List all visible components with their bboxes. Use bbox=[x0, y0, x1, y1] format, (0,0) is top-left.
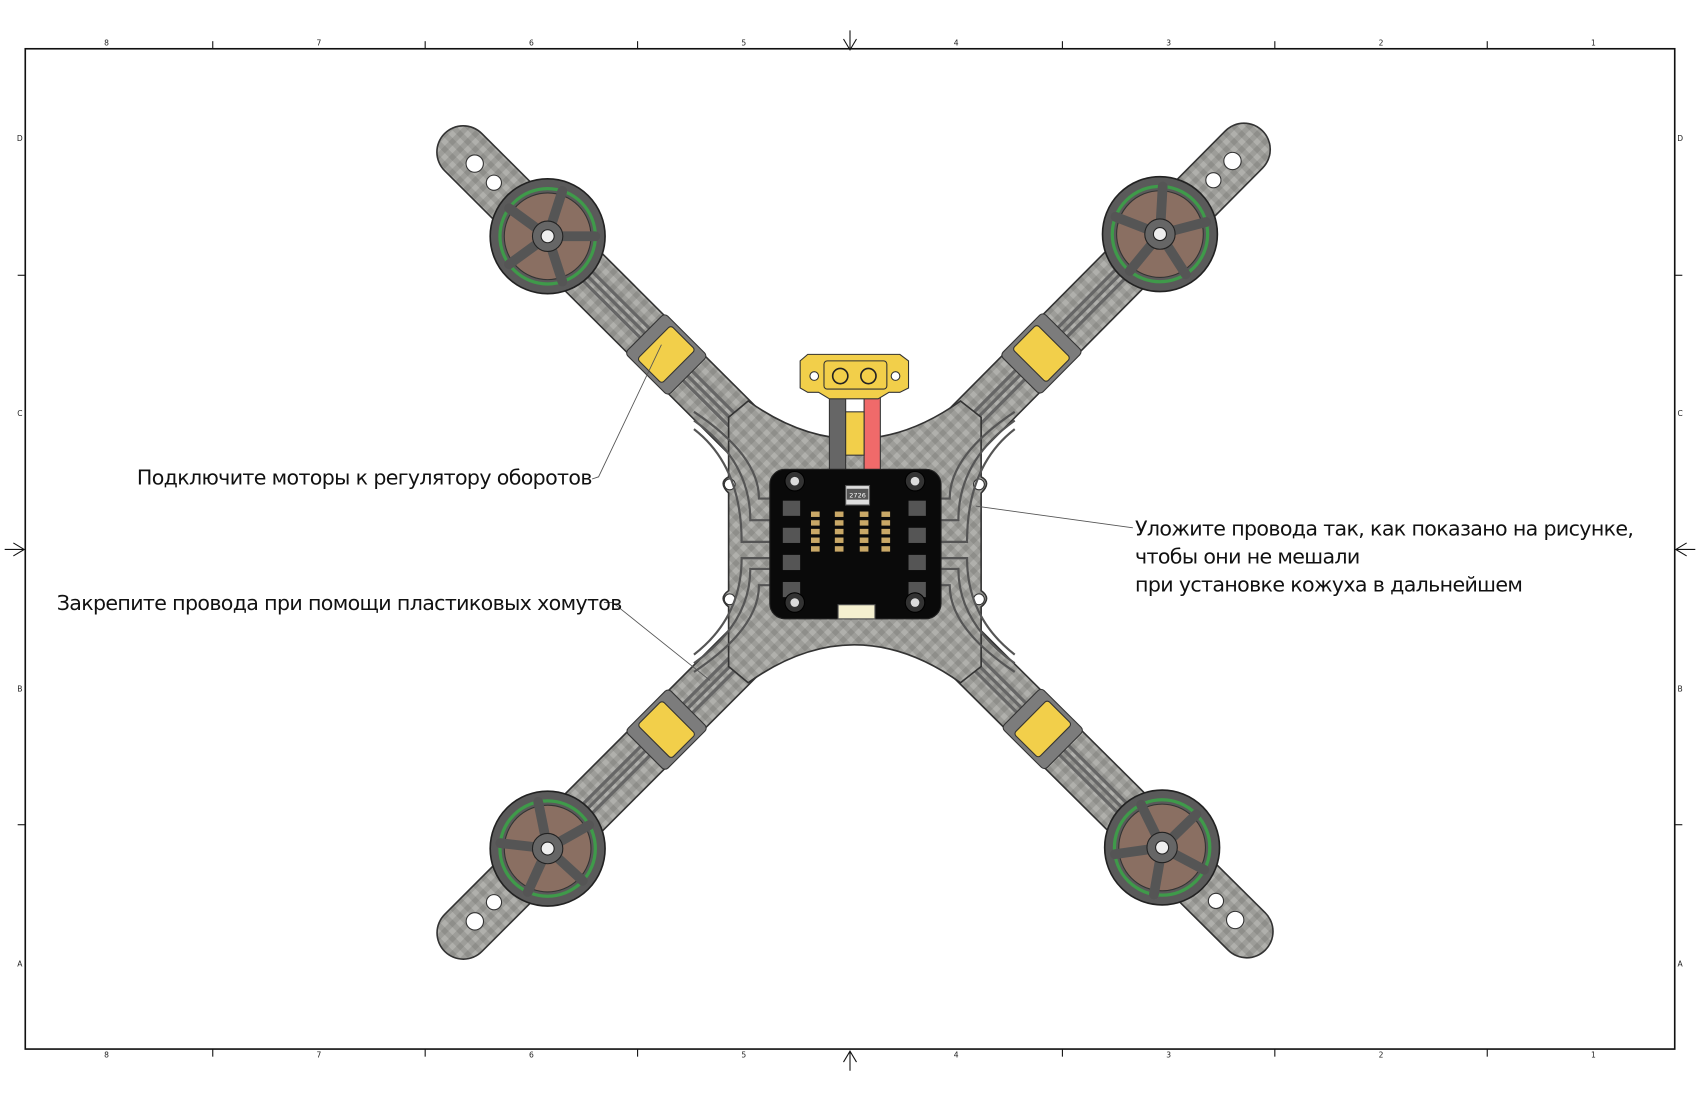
row-label: D bbox=[1677, 134, 1683, 143]
column-label: 8 bbox=[104, 1051, 109, 1060]
motor-connector bbox=[626, 314, 707, 395]
column-label: 4 bbox=[954, 1051, 959, 1060]
center-mark-top-icon bbox=[843, 30, 857, 51]
motor bbox=[1103, 789, 1221, 906]
wire-black bbox=[828, 395, 847, 481]
column-label: 6 bbox=[529, 39, 534, 48]
column-label: 1 bbox=[1591, 39, 1596, 48]
center-mark-left-icon bbox=[4, 542, 26, 557]
column-label: 2 bbox=[1379, 1051, 1384, 1060]
row-label: B bbox=[1678, 684, 1683, 693]
drone-frame: 2726 bbox=[436, 122, 1274, 960]
row-label: D bbox=[17, 134, 23, 143]
column-label: 6 bbox=[529, 1051, 534, 1060]
column-label: 7 bbox=[317, 39, 322, 48]
leader-lines bbox=[591, 344, 1133, 681]
column-label: 2 bbox=[1379, 39, 1384, 48]
row-label: A bbox=[17, 960, 23, 969]
row-label: C bbox=[17, 409, 22, 418]
note-cable-ties: Закрепите провода при помощи пластиковых… bbox=[57, 591, 622, 615]
motor bbox=[489, 178, 606, 295]
note-wires-line-2: чтобы они не мешали bbox=[1135, 545, 1360, 569]
column-label: 3 bbox=[1166, 39, 1171, 48]
motor-connector bbox=[626, 689, 707, 770]
motor bbox=[489, 790, 606, 907]
wire-red bbox=[863, 395, 881, 481]
column-label: 7 bbox=[317, 1051, 322, 1060]
motor-connector bbox=[1001, 313, 1082, 394]
row-label: B bbox=[17, 684, 22, 693]
column-label: 5 bbox=[741, 1051, 746, 1060]
chip-label: 2726 bbox=[849, 491, 866, 499]
note-wires-line-3: при установке кожуха в дальнейшем bbox=[1135, 573, 1522, 597]
row-label: C bbox=[1677, 409, 1682, 418]
row-label: A bbox=[1678, 960, 1684, 969]
center-mark-bottom-icon bbox=[843, 1050, 857, 1071]
motor-connector bbox=[1002, 688, 1083, 770]
column-label: 8 bbox=[104, 39, 109, 48]
column-label: 4 bbox=[954, 39, 959, 48]
motor bbox=[1101, 175, 1219, 293]
center-mark-right-icon bbox=[1674, 542, 1696, 557]
column-label: 5 bbox=[741, 39, 746, 48]
note-wires-line-1: Уложите провода так, как показано на рис… bbox=[1135, 516, 1633, 540]
esc-board: 2726 bbox=[769, 468, 942, 620]
xt60-connector bbox=[799, 353, 910, 400]
column-label: 3 bbox=[1166, 1051, 1171, 1060]
column-label: 1 bbox=[1591, 1051, 1596, 1060]
note-connect-motors: Подключите моторы к регулятору оборотов bbox=[137, 465, 592, 489]
